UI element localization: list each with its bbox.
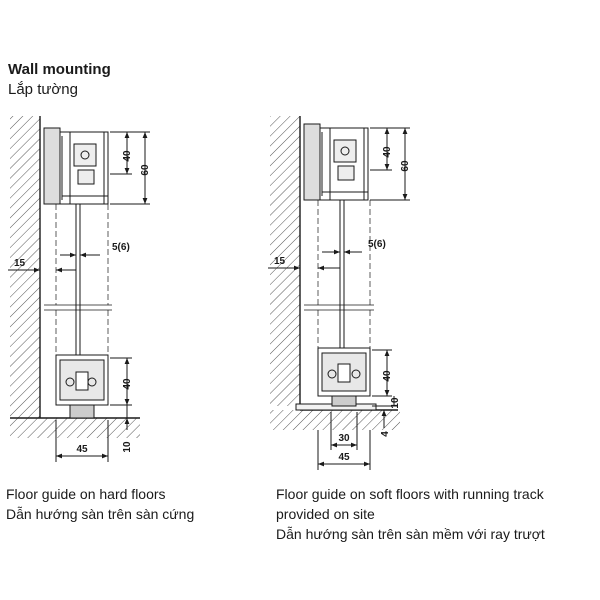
dim-right-5-6: 5(6) [368,239,386,250]
dim-right-30: 30 [338,433,350,444]
dim-left-60: 60 [140,164,151,176]
dim-right-60: 60 [400,160,411,172]
dim-right-40-bottom: 40 [382,370,393,382]
section-title: Wall mounting [8,61,111,78]
dim-left-5-6: 5(6) [112,242,130,253]
dim-right-10: 10 [390,397,401,409]
left-view [8,116,150,462]
floor-guide [55,354,109,419]
left-caption-en: Floor guide on hard floors [6,486,166,502]
dim-left-40-top: 40 [122,150,133,162]
dim-left-40-bottom: 40 [122,378,133,390]
top-track [303,123,369,201]
right-caption-en-2: provided on site [276,506,375,522]
dim-right-15: 15 [274,256,286,267]
floor-hatch [270,410,400,430]
dim-right-45: 45 [338,452,350,463]
dim-left-45: 45 [76,444,88,455]
right-view [268,116,410,470]
floor-hatch [10,418,140,438]
dim-left-10: 10 [122,441,133,453]
right-caption-vi: Dẫn hướng sàn trên sàn mềm với ray trượt [276,526,545,542]
dim-right-4: 4 [380,431,391,437]
door-panel [44,204,112,355]
right-caption-en-1: Floor guide on soft floors with running … [276,486,544,502]
wall-hatch [270,116,300,406]
floor-guide [317,347,371,407]
door-panel [304,200,374,348]
dim-right-40-top: 40 [382,146,393,158]
dim-left-15: 15 [14,258,26,269]
left-caption-vi: Dẫn hướng sàn trên sàn cứng [6,506,195,522]
top-track [43,127,109,205]
wall-hatch [10,116,40,418]
section-title-vi: Lắp tường [8,81,78,98]
